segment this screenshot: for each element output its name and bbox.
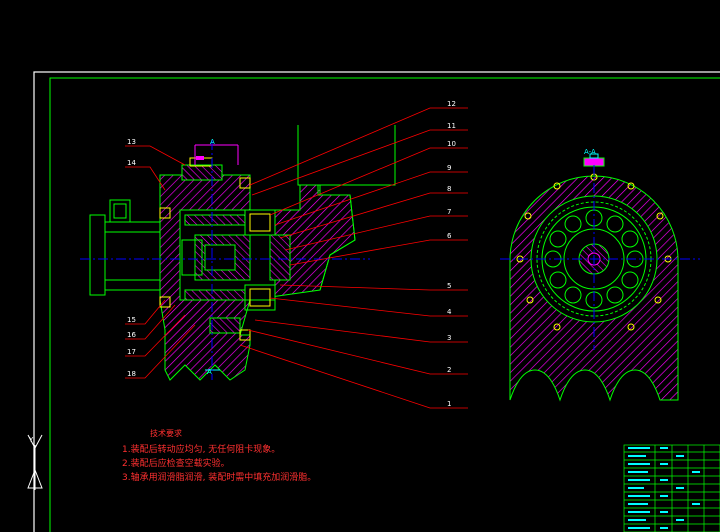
part-label: 18 — [127, 370, 136, 378]
note-item-3: 3.轴承用润滑脂润滑, 装配时需中填充加润滑脂。 — [122, 471, 316, 483]
note-item-1: 1.装配后转动应均匀, 无任何阻卡现象。 — [122, 443, 280, 455]
part-labels-right: 12 11 10 9 8 7 6 5 4 3 2 1 — [447, 100, 456, 408]
part-label: 16 — [127, 331, 136, 339]
ucs-icon — [27, 434, 43, 490]
part-label: 11 — [447, 122, 456, 130]
part-label: 4 — [447, 308, 452, 316]
notes-heading: 技术要求 — [150, 428, 182, 438]
section-view-title: A-A — [584, 148, 596, 156]
drawing-frame — [33, 71, 720, 532]
part-label: 13 — [127, 138, 136, 146]
section-marker-top: A — [210, 138, 215, 146]
section-marker-bottom: A — [207, 368, 212, 376]
part-labels-left: 13 14 15 16 17 18 — [127, 138, 136, 378]
section-view-aa — [500, 153, 700, 402]
part-label: 3 — [447, 334, 451, 342]
technical-requirements: 技术要求 1.装配后转动应均匀, 无任何阻卡现象。 2.装配后应检查空载实验。 … — [122, 428, 316, 483]
part-label: 1 — [447, 400, 451, 408]
ucs-y-label: Y — [28, 436, 34, 444]
part-label: 7 — [447, 208, 451, 216]
part-label: 9 — [447, 164, 451, 172]
leader-lines — [125, 107, 468, 409]
part-label: 5 — [447, 282, 451, 290]
title-block-text-marks — [628, 447, 700, 529]
part-label: 6 — [447, 232, 452, 240]
note-item-2: 2.装配后应检查空载实验。 — [122, 457, 230, 469]
part-label: 8 — [447, 185, 451, 193]
sectional-view — [80, 125, 396, 381]
part-label: 17 — [127, 348, 136, 356]
part-label: 2 — [447, 366, 451, 374]
title-block — [623, 444, 720, 532]
part-label: 14 — [127, 159, 136, 167]
part-label: 10 — [447, 140, 456, 148]
part-label: 15 — [127, 316, 136, 324]
part-label: 12 — [447, 100, 456, 108]
